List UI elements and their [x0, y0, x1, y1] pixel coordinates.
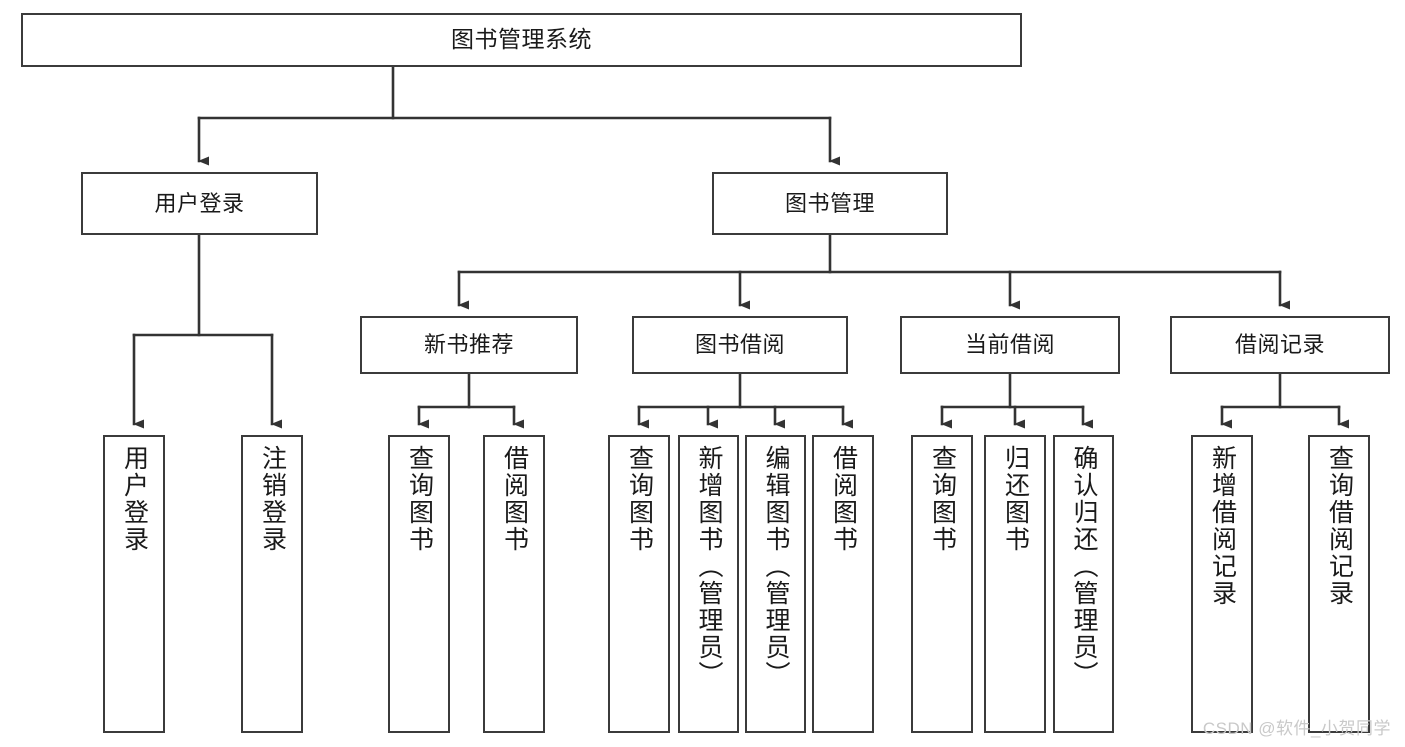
- node-leaf-borrow-book-1-label: 借阅图书: [500, 445, 529, 553]
- node-leaf-query-borrow-record[interactable]: 查询借阅记录: [1308, 435, 1370, 733]
- node-root-label: 图书管理系统: [451, 26, 592, 53]
- node-user-login-label: 用户登录: [154, 190, 245, 216]
- node-borrow-record-label: 借阅记录: [1234, 332, 1325, 358]
- node-leaf-return-book[interactable]: 归还图书: [984, 435, 1046, 733]
- node-leaf-borrow-book-2-label: 借阅图书: [829, 445, 858, 553]
- node-leaf-logout-login-label: 注销登录: [258, 445, 287, 553]
- node-leaf-edit-book[interactable]: 编辑图书（管理员）: [745, 435, 806, 733]
- node-leaf-borrow-book-1[interactable]: 借阅图书: [483, 435, 545, 733]
- node-leaf-query-book-2-label: 查询图书: [625, 445, 654, 553]
- node-root[interactable]: 图书管理系统: [21, 13, 1022, 67]
- node-current-borrow[interactable]: 当前借阅: [900, 316, 1120, 374]
- node-leaf-user-login-label: 用户登录: [120, 445, 149, 553]
- node-leaf-add-book-label: 新增图书（管理员）: [695, 445, 723, 688]
- node-leaf-return-book-label: 归还图书: [1001, 445, 1030, 553]
- node-leaf-borrow-book-2[interactable]: 借阅图书: [812, 435, 874, 733]
- node-leaf-add-borrow-record[interactable]: 新增借阅记录: [1191, 435, 1253, 733]
- node-borrow-record[interactable]: 借阅记录: [1170, 316, 1390, 374]
- node-book-borrow-label: 图书借阅: [694, 332, 785, 358]
- node-leaf-edit-book-label: 编辑图书（管理员）: [762, 445, 790, 688]
- node-leaf-query-book-2[interactable]: 查询图书: [608, 435, 670, 733]
- node-leaf-confirm-return-label: 确认归还（管理员）: [1070, 445, 1098, 688]
- node-leaf-query-borrow-record-label: 查询借阅记录: [1325, 445, 1354, 607]
- node-current-borrow-label: 当前借阅: [964, 332, 1055, 358]
- node-leaf-query-book-3[interactable]: 查询图书: [911, 435, 973, 733]
- node-leaf-user-login[interactable]: 用户登录: [103, 435, 165, 733]
- node-book-manage[interactable]: 图书管理: [712, 172, 948, 235]
- node-leaf-query-book-3-label: 查询图书: [928, 445, 957, 553]
- node-new-book-rec[interactable]: 新书推荐: [360, 316, 578, 374]
- node-user-login[interactable]: 用户登录: [81, 172, 318, 235]
- node-leaf-query-book-1[interactable]: 查询图书: [388, 435, 450, 733]
- node-new-book-rec-label: 新书推荐: [423, 332, 514, 358]
- node-leaf-confirm-return[interactable]: 确认归还（管理员）: [1053, 435, 1114, 733]
- node-book-manage-label: 图书管理: [784, 190, 875, 216]
- node-leaf-add-borrow-record-label: 新增借阅记录: [1208, 445, 1237, 607]
- node-leaf-query-book-1-label: 查询图书: [405, 445, 434, 553]
- node-leaf-add-book[interactable]: 新增图书（管理员）: [678, 435, 739, 733]
- node-book-borrow[interactable]: 图书借阅: [632, 316, 848, 374]
- node-leaf-logout-login[interactable]: 注销登录: [241, 435, 303, 733]
